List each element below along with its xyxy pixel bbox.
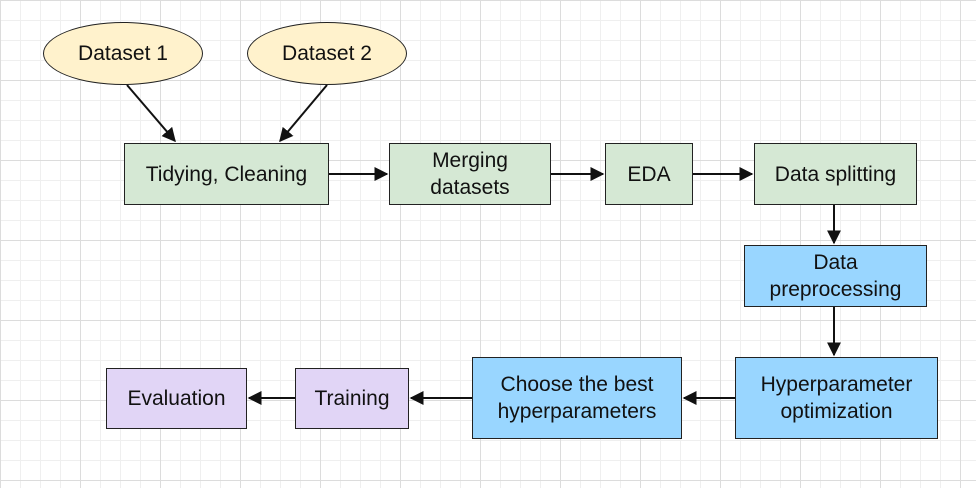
merging-datasets-label: Merging datasets bbox=[430, 149, 510, 199]
choose-best-hyperparameters-node[interactable]: Choose the best hyperparameters bbox=[472, 357, 682, 439]
evaluation-label: Evaluation bbox=[127, 387, 226, 410]
merging-datasets-node[interactable]: Merging datasets bbox=[389, 143, 551, 205]
data-splitting-node[interactable]: Data splitting bbox=[754, 143, 917, 205]
training-label: Training bbox=[314, 387, 390, 410]
dataset-1-label: Dataset 1 bbox=[78, 42, 168, 65]
training-node[interactable]: Training bbox=[295, 368, 409, 429]
dataset-2-label: Dataset 2 bbox=[282, 42, 372, 65]
arrow-dataset1-to-tidying bbox=[126, 84, 176, 143]
dataset-1-node[interactable]: Dataset 1 bbox=[43, 22, 203, 85]
hyperparameter-optimization-label: Hyperparameter optimization bbox=[760, 373, 913, 423]
tidying-cleaning-node[interactable]: Tidying, Cleaning bbox=[124, 143, 329, 205]
tidying-cleaning-label: Tidying, Cleaning bbox=[145, 162, 308, 186]
data-splitting-label: Data splitting bbox=[774, 162, 897, 186]
evaluation-node[interactable]: Evaluation bbox=[106, 368, 247, 429]
arrow-dataset2-to-tidying bbox=[279, 84, 328, 143]
eda-label: EDA bbox=[627, 162, 671, 186]
choose-best-hyperparameters-label: Choose the best hyperparameters bbox=[497, 373, 657, 423]
data-preprocessing-label: Data preprocessing bbox=[769, 251, 902, 301]
eda-node[interactable]: EDA bbox=[605, 143, 693, 205]
data-preprocessing-node[interactable]: Data preprocessing bbox=[744, 245, 927, 307]
hyperparameter-optimization-node[interactable]: Hyperparameter optimization bbox=[735, 357, 938, 439]
dataset-2-node[interactable]: Dataset 2 bbox=[247, 22, 407, 85]
